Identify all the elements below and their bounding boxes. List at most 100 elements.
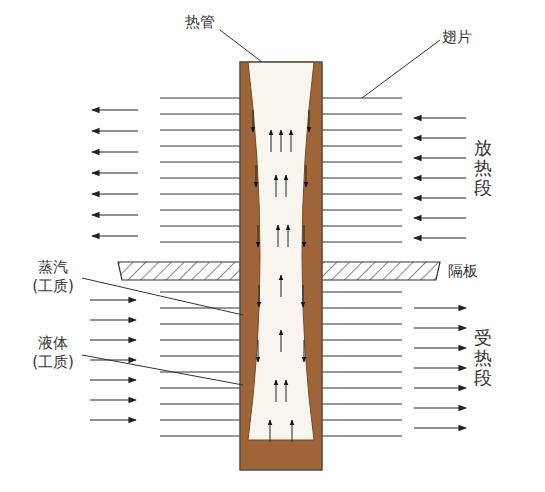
fin [160, 324, 240, 325]
fin [322, 130, 402, 131]
flow-arrow [414, 217, 466, 218]
part-label: 隔板 [448, 262, 478, 281]
fin [160, 356, 240, 357]
fin [322, 308, 402, 309]
flow-arrow [92, 151, 138, 152]
fin [322, 356, 402, 357]
flow-arrow [90, 419, 136, 420]
part-label: 蒸汽 (工质) [28, 258, 78, 296]
fin [160, 340, 240, 341]
flow-arrow [90, 319, 136, 320]
fin [160, 114, 240, 115]
leader-lines [82, 30, 440, 385]
fin [160, 308, 240, 309]
fin [322, 340, 402, 341]
fin [160, 388, 240, 389]
fin [160, 292, 240, 293]
flow-arrow [92, 109, 138, 110]
flow-arrow [258, 225, 259, 247]
fin [322, 162, 402, 163]
flow-arrow [259, 285, 260, 307]
fin [160, 404, 240, 405]
flow-arrow [281, 275, 282, 297]
flow-arrow [414, 367, 466, 368]
flow-arrow [90, 399, 136, 400]
fin [160, 130, 240, 131]
fin [160, 436, 240, 437]
flow-arrow [281, 130, 282, 152]
flow-arrow [414, 387, 466, 388]
flow-arrow [92, 235, 138, 236]
flow-arrow [292, 420, 293, 442]
part-label: 液体 (工质) [28, 334, 78, 372]
flow-arrow [90, 299, 136, 300]
flow-arrow [414, 117, 466, 118]
fin [160, 146, 240, 147]
fin [322, 194, 402, 195]
fin [160, 162, 240, 163]
flow-arrow [90, 379, 136, 380]
flow-arrow [253, 110, 254, 132]
flow-arrow [414, 137, 466, 138]
flow-arrow [414, 347, 466, 348]
flow-arrow [270, 420, 271, 442]
flow-arrow [92, 193, 138, 194]
internal-flow-arrows [253, 110, 309, 442]
flow-arrow [92, 214, 138, 215]
fin [160, 226, 240, 227]
flow-arrow [271, 130, 272, 152]
fin [322, 210, 402, 211]
fin [322, 146, 402, 147]
fin [160, 98, 240, 99]
vapour-space [248, 62, 314, 440]
fin [160, 178, 240, 179]
flow-arrow [414, 407, 466, 408]
flow-arrow [92, 130, 138, 131]
pipe-outline [240, 62, 322, 470]
flow-arrow [258, 340, 259, 362]
flow-arrow [276, 175, 277, 197]
flow-arrow [291, 130, 292, 152]
part-label: 热管 [185, 13, 215, 32]
fin [160, 242, 240, 243]
fin [322, 436, 402, 437]
flow-arrow [286, 380, 287, 402]
part-label: 翅片 [442, 28, 472, 47]
fin [322, 242, 402, 243]
fin [160, 420, 240, 421]
flow-arrow [414, 327, 466, 328]
flow-arrow [256, 165, 257, 187]
flow-arrow [278, 225, 279, 247]
fin [160, 210, 240, 211]
fin [322, 226, 402, 227]
flow-arrow [414, 307, 466, 308]
fin [322, 420, 402, 421]
flow-arrow [306, 165, 307, 187]
flow-arrow [286, 175, 287, 197]
flow-arrow [304, 225, 305, 247]
fin [322, 404, 402, 405]
fin [322, 388, 402, 389]
flow-arrow [90, 339, 136, 340]
flow-arrow [414, 157, 466, 158]
flow-arrow [276, 380, 277, 402]
fin [322, 178, 402, 179]
flow-arrow [92, 172, 138, 173]
fin [322, 372, 402, 373]
fin [160, 194, 240, 195]
flow-arrow [414, 177, 466, 178]
flow-arrow [281, 330, 282, 352]
flow-arrow [414, 197, 466, 198]
flow-arrow [288, 225, 289, 247]
fin [322, 324, 402, 325]
fin [322, 114, 402, 115]
flow-arrow [309, 110, 310, 132]
fin [322, 292, 402, 293]
flow-arrow [303, 285, 304, 307]
part-label: 受热段 [474, 328, 492, 387]
flow-arrow [414, 237, 466, 238]
part-label: 放热段 [474, 138, 492, 197]
pipe-wall-liquid [240, 62, 322, 470]
flow-arrow [304, 340, 305, 362]
